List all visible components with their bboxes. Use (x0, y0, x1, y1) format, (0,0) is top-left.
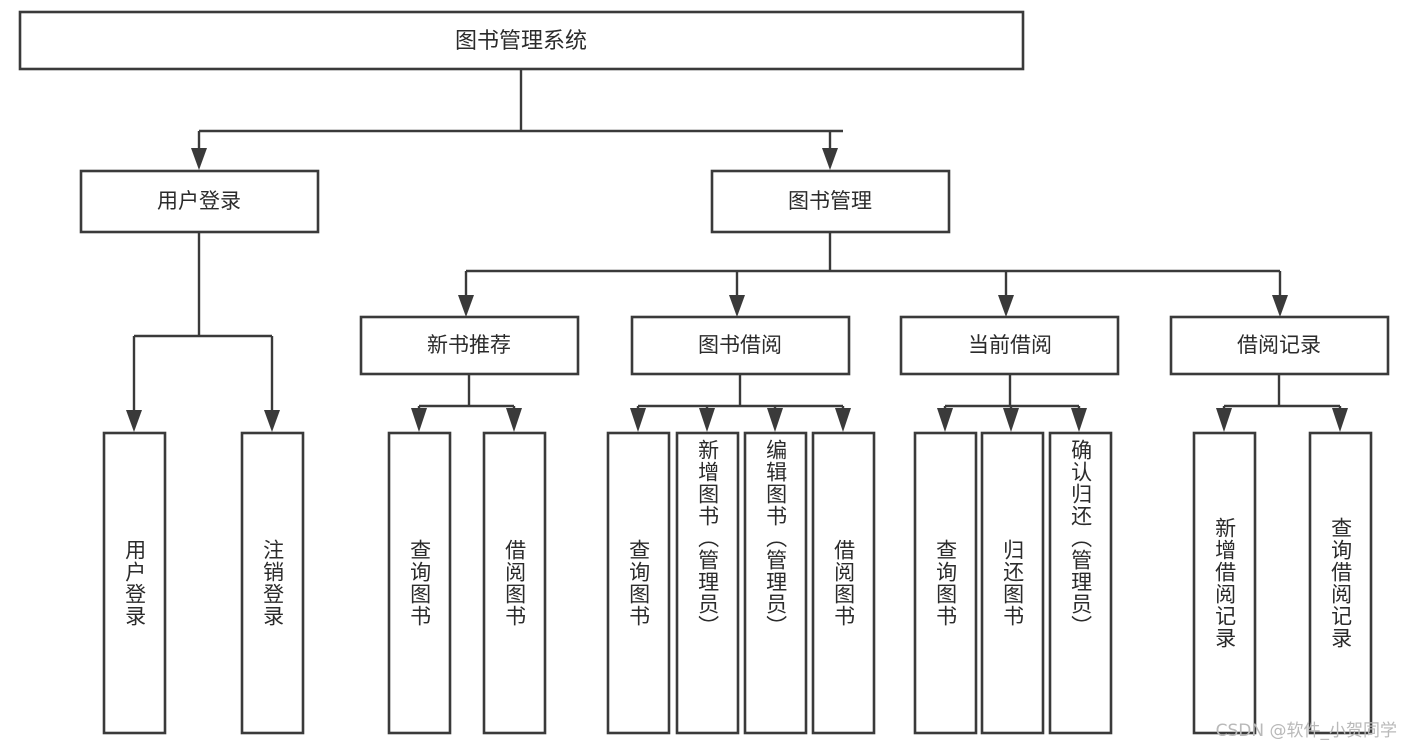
leaf-box-current-borrow-0[interactable] (913, 431, 978, 735)
leaf-box-book-borrow-2[interactable] (743, 431, 808, 735)
node-borrow-record-label: 借阅记录 (1237, 333, 1321, 357)
connector-root-to-level2 (191, 69, 843, 170)
node-current-borrow-label: 当前借阅 (968, 333, 1052, 357)
leaf-box-borrow-record-1[interactable] (1308, 431, 1373, 735)
leaf-box-book-borrow-1[interactable] (675, 431, 740, 735)
node-book-manage[interactable]: 图书管理 (710, 169, 951, 234)
leaf-box-new-book-1[interactable] (482, 431, 547, 735)
leaf-box-user-login-1[interactable] (240, 431, 305, 735)
node-user-login[interactable]: 用户登录 (79, 169, 320, 234)
leaf-box-new-book-0[interactable] (387, 431, 452, 735)
node-new-book-recommend[interactable]: 新书推荐 (359, 315, 580, 376)
connector-current-borrow-to-leaves (937, 374, 1087, 432)
node-user-login-label: 用户登录 (157, 189, 241, 213)
connector-user-login-to-leaves (126, 232, 280, 432)
leaf-box-user-login-0[interactable] (102, 431, 167, 735)
leaf-box-book-borrow-3[interactable] (811, 431, 876, 735)
leaf-box-current-borrow-1[interactable] (980, 431, 1045, 735)
node-book-manage-label: 图书管理 (788, 189, 872, 213)
node-root[interactable]: 图书管理系统 (18, 10, 1025, 71)
node-book-borrow-label: 图书借阅 (698, 333, 782, 357)
watermark-text: CSDN @软件_小贺同学 (1215, 721, 1397, 741)
connector-borrow-record-to-leaves (1216, 374, 1348, 432)
connector-book-manage-to-level3 (458, 232, 1288, 317)
connector-new-book-to-leaves (411, 374, 522, 432)
node-root-label: 图书管理系统 (455, 29, 587, 54)
leaf-box-borrow-record-0[interactable] (1192, 431, 1257, 735)
node-borrow-record[interactable]: 借阅记录 (1169, 315, 1390, 376)
node-current-borrow[interactable]: 当前借阅 (899, 315, 1120, 376)
node-new-book-recommend-label: 新书推荐 (427, 333, 511, 357)
leaf-box-current-borrow-2[interactable] (1048, 431, 1113, 735)
leaf-box-book-borrow-0[interactable] (606, 431, 671, 735)
node-book-borrow[interactable]: 图书借阅 (630, 315, 851, 376)
connector-book-borrow-to-leaves (630, 374, 851, 432)
